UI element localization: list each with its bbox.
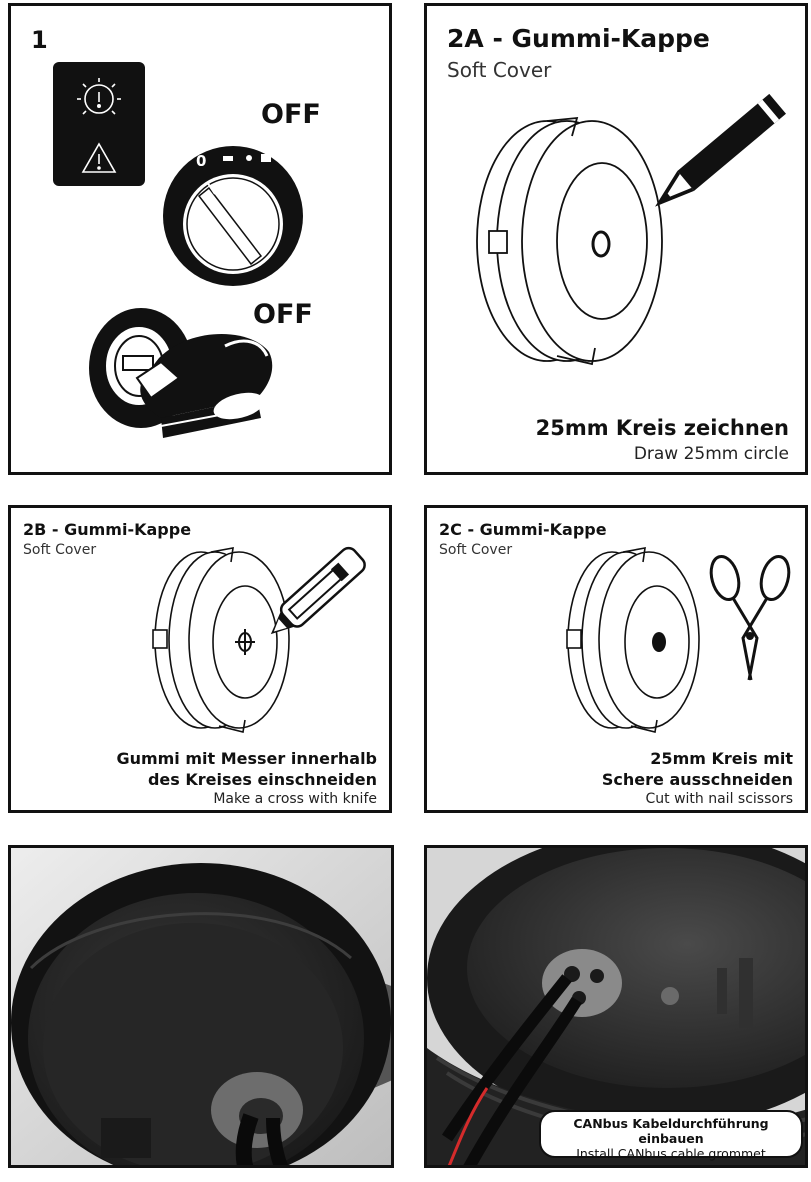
step-2c-caption-de-1: 25mm Kreis mit <box>650 749 793 768</box>
grommet <box>542 949 622 1017</box>
step-2c-title: 2C - Gummi-Kappe <box>439 520 607 539</box>
warning-triangle-icon <box>81 142 117 173</box>
light-switch-knob-icon <box>163 146 303 286</box>
cut-hole-mark <box>652 632 666 652</box>
step-number: 1 <box>31 26 48 54</box>
step-2a-caption-de: 25mm Kreis zeichnen <box>535 416 789 440</box>
step-1-panel: 1 <box>8 3 392 475</box>
panel-2a-illustration <box>476 93 786 366</box>
headlight-bulb-icon <box>77 78 121 115</box>
photo-left-rendering <box>11 848 391 1165</box>
panel-1-illustration <box>53 62 303 438</box>
utility-knife-icon <box>270 546 366 635</box>
step-2a-title: 2A - Gummi-Kappe <box>447 24 710 53</box>
step-2a-caption-en: Draw 25mm circle <box>633 444 789 464</box>
step-2c-caption-en: Cut with nail scissors <box>645 791 793 807</box>
soft-cover-icon <box>566 547 700 733</box>
panel-2b-illustration <box>152 546 366 733</box>
photo-canbus-grommet: CANbus Kabeldurchführung einbauen Instal… <box>424 845 808 1168</box>
step-2a-panel: 2A - Gummi-Kappe Soft Cover 0 25mm Kreis… <box>424 3 808 475</box>
scissors-icon <box>709 554 791 681</box>
soft-cover-icon <box>152 547 290 733</box>
step-2c-subtitle: Soft Cover <box>439 542 513 558</box>
cross-mark <box>235 629 255 655</box>
soft-cover-icon <box>476 116 663 366</box>
step-2b-title: 2B - Gummi-Kappe <box>23 520 192 539</box>
switch-zero-label: 0 <box>196 152 207 170</box>
step-2b-caption-de-2: des Kreises einschneiden <box>147 770 377 789</box>
step-2b-subtitle: Soft Cover <box>23 542 97 558</box>
photo-cover-installed <box>8 845 394 1168</box>
step-2c-caption-de-2: Schere ausschneiden <box>601 770 793 789</box>
off-label-ignition: OFF <box>253 299 313 330</box>
ignition-key-icon <box>89 308 273 438</box>
badge-subtitle-en: Install CANbus cable grommet <box>576 1146 766 1161</box>
step-2b-panel: 2B - Gummi-Kappe Soft Cover Gummi mit Me… <box>8 505 392 813</box>
canbus-instruction-badge: CANbus Kabeldurchführung einbauen Instal… <box>539 1110 803 1161</box>
dashboard-warning-icon <box>53 62 145 186</box>
step-2b-caption-en: Make a cross with knife <box>213 791 377 807</box>
badge-title-de: CANbus Kabeldurchführung einbauen <box>573 1116 769 1146</box>
step-2b-caption-de-1: Gummi mit Messer innerhalb <box>116 749 377 768</box>
step-2a-subtitle: Soft Cover <box>447 58 552 82</box>
pencil-icon <box>655 93 786 207</box>
circle-mark <box>591 230 611 258</box>
off-label-lights: OFF <box>261 99 321 130</box>
photo-right-rendering <box>427 848 805 1165</box>
panel-2c-illustration <box>566 547 791 733</box>
step-2c-panel: 2C - Gummi-Kappe Soft Cover 25mm Kreis m… <box>424 505 808 813</box>
